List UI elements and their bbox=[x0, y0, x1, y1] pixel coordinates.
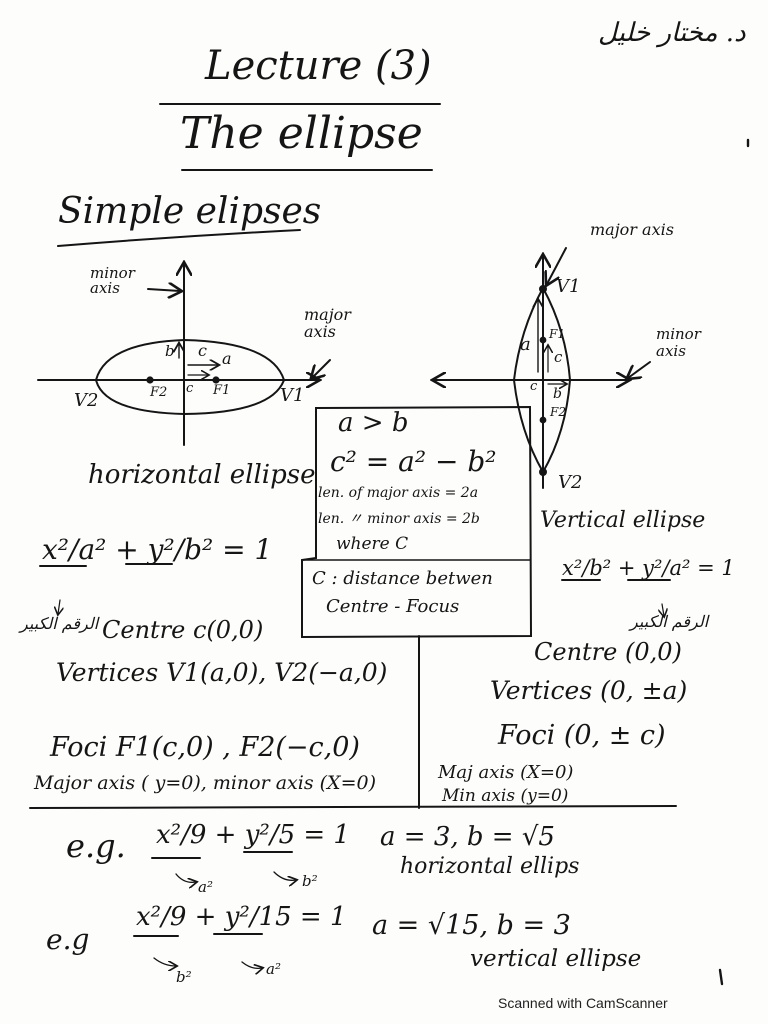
v-v2-point bbox=[539, 468, 547, 476]
v-minor-axis-label: minor axis bbox=[656, 325, 701, 360]
example-1-label: e.g. bbox=[66, 827, 126, 865]
example-1-a2-note: a² bbox=[198, 878, 213, 896]
v-c-label: c bbox=[554, 348, 563, 366]
h-f1-point bbox=[212, 376, 220, 384]
ex2-a2-pointer bbox=[241, 961, 262, 968]
h-a-label: a bbox=[222, 349, 232, 368]
right-foci: Foci (0, ± c) bbox=[498, 720, 666, 751]
examples-separator bbox=[29, 805, 677, 809]
section-heading: Simple elipses bbox=[58, 191, 322, 232]
h-minor-axis-pointer bbox=[147, 289, 180, 291]
h-f2-point bbox=[146, 376, 154, 384]
right-centre: Centre (0,0) bbox=[534, 638, 682, 666]
box-c-def-1: C : distance betwen bbox=[312, 568, 493, 589]
box-c-def-2: Centre - Focus bbox=[326, 596, 460, 617]
example-2-label: e.g bbox=[46, 923, 90, 956]
left-axes: Major axis ( y=0), minor axis (X=0) bbox=[34, 772, 376, 794]
h-ellipse bbox=[94, 338, 286, 416]
h-b-label: b bbox=[165, 342, 175, 360]
v-f2-point bbox=[539, 416, 547, 424]
author-signature: د. مختار خليل bbox=[598, 18, 746, 48]
v-minor-axis-pointer bbox=[628, 361, 651, 378]
example-1-result: a = 3, b = √5 bbox=[380, 822, 555, 852]
v-b-label: b bbox=[553, 386, 562, 402]
right-arabic-note: الرقم الكبير bbox=[630, 612, 709, 631]
h-major-axis-pointer bbox=[312, 359, 331, 378]
v-a-label: a bbox=[520, 334, 531, 355]
right-vertices: Vertices (0, ±a) bbox=[490, 676, 688, 705]
section-underline bbox=[57, 229, 301, 247]
v-center-label: c bbox=[530, 379, 538, 394]
ex1-b2-pointer bbox=[273, 871, 296, 880]
example-2-b2-note: b² bbox=[176, 968, 192, 986]
v-major-axis-label: major axis bbox=[590, 220, 674, 239]
box-where: where C bbox=[336, 534, 409, 554]
box-relation: c² = a² − b² bbox=[330, 445, 497, 478]
v-v1-label: V1 bbox=[556, 276, 581, 297]
example-1-equation: x²/9 + y²/5 = 1 bbox=[156, 820, 350, 850]
h-v2-label: V2 bbox=[74, 390, 99, 411]
v-major-axis-pointer bbox=[547, 247, 567, 284]
scanner-watermark: Scanned with CamScanner bbox=[498, 995, 668, 1011]
left-foci: Foci F1(c,0) , F2(−c,0) bbox=[50, 732, 360, 763]
v-v1-point bbox=[539, 285, 547, 293]
lecture-subtitle: The ellipse bbox=[180, 108, 423, 159]
example-2-a2-note: a² bbox=[266, 960, 281, 978]
right-note-arrow bbox=[662, 603, 664, 616]
example-1-b2-note: b² bbox=[302, 872, 318, 890]
v-f1-point bbox=[539, 336, 547, 344]
ex2-b2-pointer bbox=[153, 957, 176, 966]
box-len-major: len. of major axis = 2a bbox=[318, 485, 479, 501]
right-equation: x²/b² + y²/a² = 1 bbox=[562, 556, 735, 580]
left-note-arrow bbox=[58, 599, 60, 614]
h-center-label: c bbox=[186, 381, 194, 396]
ex1-a2-pointer bbox=[175, 873, 196, 882]
v-caption: Vertical ellipse bbox=[540, 508, 706, 533]
box-condition: a > b bbox=[338, 408, 409, 438]
left-vertices: Vertices V1(a,0), V2(−a,0) bbox=[56, 658, 388, 687]
h-f2-label: F2 bbox=[150, 385, 168, 400]
example-1-type: horizontal ellips bbox=[400, 854, 580, 879]
h-minor-axis-label: minor axis bbox=[90, 264, 135, 297]
example-2-result: a = √15, b = 3 bbox=[372, 910, 571, 941]
v-f1-label: F1 bbox=[549, 327, 565, 341]
h-major-axis-label: major axis bbox=[304, 305, 351, 341]
box-len-minor: len. 〃 minor axis = 2b bbox=[318, 511, 480, 527]
left-centre: Centre c(0,0) bbox=[102, 616, 264, 644]
right-minor-axis: Min axis (y=0) bbox=[442, 786, 569, 806]
margin-mark bbox=[718, 968, 724, 986]
left-equation: x²/a² + y²/b² = 1 bbox=[42, 533, 273, 566]
left-arabic-note: الرقم الكبير bbox=[20, 614, 99, 633]
v-f2-label: F2 bbox=[550, 405, 566, 419]
lecture-title: Lecture (3) bbox=[205, 43, 432, 89]
v-v2-label: V2 bbox=[558, 472, 583, 493]
h-f1-label: F1 bbox=[213, 383, 231, 398]
example-2-type: vertical ellipse bbox=[470, 946, 642, 972]
right-major-axis: Maj axis (X=0) bbox=[438, 762, 574, 783]
h-c-label: c bbox=[198, 341, 207, 360]
h-v1-label: V1 bbox=[280, 385, 305, 406]
example-2-equation: x²/9 + y²/15 = 1 bbox=[136, 902, 347, 932]
h-caption: horizontal ellipse bbox=[88, 460, 316, 490]
definitions-box bbox=[301, 405, 533, 639]
